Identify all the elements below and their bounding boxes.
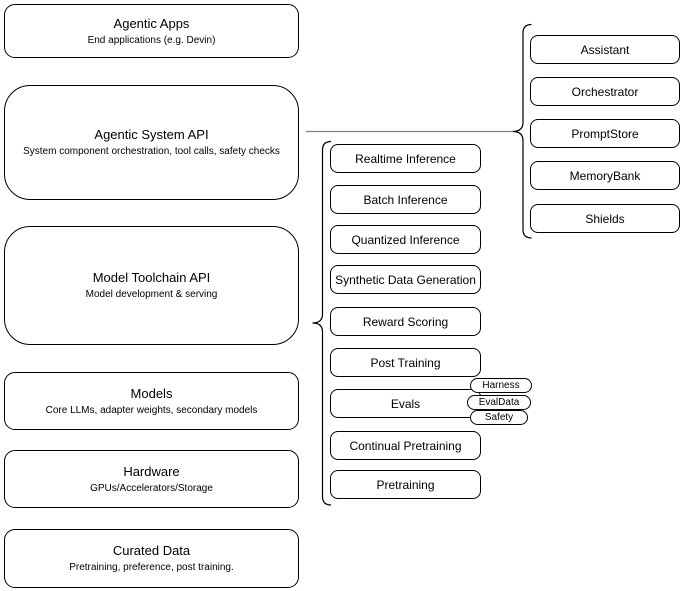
node-title: Agentic Apps — [113, 15, 190, 31]
node-memorybank: MemoryBank — [530, 161, 680, 190]
node-quantized-inference: Quantized Inference — [330, 225, 481, 254]
toolchain-group-brace — [312, 140, 332, 506]
system-group-brace — [512, 23, 532, 239]
node-subtitle: System component orchestration, tool cal… — [23, 146, 280, 157]
node-subtitle: End applications (e.g. Devin) — [87, 34, 216, 46]
node-title: Model Toolchain API — [92, 270, 211, 285]
node-models: Models Core LLMs, adapter weights, secon… — [4, 372, 299, 430]
tag-evaldata: EvalData — [467, 395, 531, 410]
node-reward-scoring: Reward Scoring — [330, 307, 481, 336]
node-orchestrator: Orchestrator — [530, 77, 680, 106]
node-promptstore: PromptStore — [530, 119, 680, 148]
node-curated-data: Curated Data Pretraining, preference, po… — [4, 529, 299, 588]
node-shields: Shields — [530, 204, 680, 233]
node-realtime-inference: Realtime Inference — [330, 144, 481, 173]
node-assistant: Assistant — [530, 35, 680, 64]
node-subtitle: Core LLMs, adapter weights, secondary mo… — [45, 404, 258, 416]
node-pretraining: Pretraining — [330, 470, 481, 499]
node-continual-pretraining: Continual Pretraining — [330, 431, 481, 460]
node-title: Hardware — [123, 463, 180, 479]
node-hardware: Hardware GPUs/Accelerators/Storage — [4, 450, 299, 508]
node-synthetic-data-generation: Synthetic Data Generation — [330, 265, 481, 294]
node-title: Models — [130, 385, 173, 401]
node-subtitle: Model development & serving — [85, 289, 218, 300]
node-evals: Evals — [330, 389, 481, 418]
node-subtitle: Pretraining, preference, post training. — [69, 562, 234, 573]
node-post-training: Post Training — [330, 348, 481, 377]
tag-harness: Harness — [470, 378, 532, 393]
node-title: Curated Data — [112, 543, 191, 558]
node-title: Agentic System API — [94, 127, 209, 142]
node-agentic-apps: Agentic Apps End applications (e.g. Devi… — [4, 4, 299, 58]
node-model-toolchain-api: Model Toolchain API Model development & … — [4, 226, 299, 345]
node-subtitle: GPUs/Accelerators/Storage — [90, 482, 213, 494]
node-agentic-system-api: Agentic System API System component orch… — [4, 85, 299, 200]
node-batch-inference: Batch Inference — [330, 185, 481, 214]
tag-safety: Safety — [470, 410, 528, 425]
